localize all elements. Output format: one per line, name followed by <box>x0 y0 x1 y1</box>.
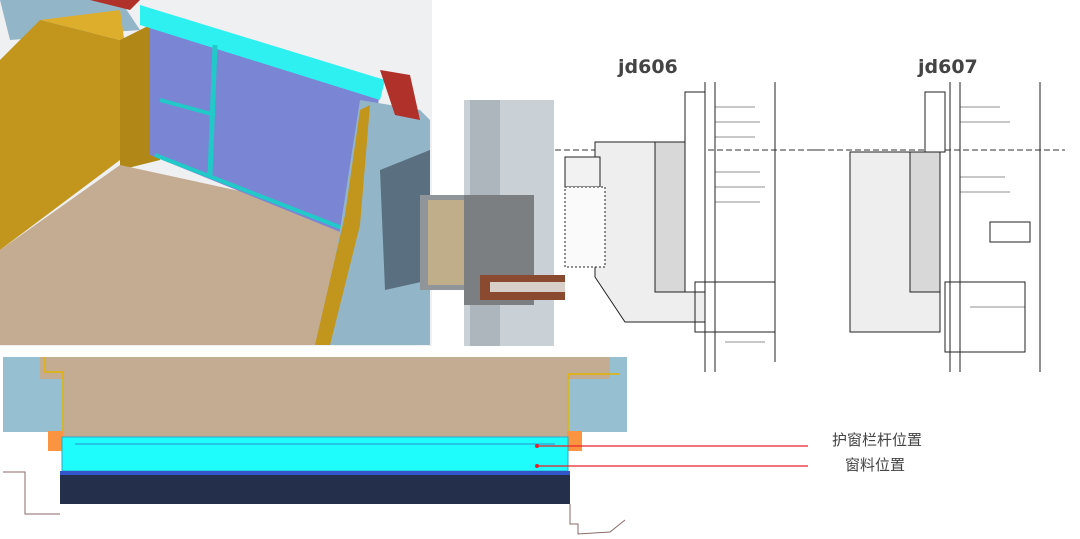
window-plan-view <box>3 357 627 535</box>
window-section-render <box>420 100 565 346</box>
label-window-frame-position: 窗料位置 <box>845 456 906 474</box>
cad-detail-jd606 <box>555 82 820 372</box>
3d-window-model-view <box>0 0 432 346</box>
drawing-title-jd607: jd607 <box>918 56 978 78</box>
label-guardrail-position: 护窗栏杆位置 <box>832 431 923 449</box>
cad-detail-jd607 <box>810 82 1065 372</box>
drawing-title-jd606: jd606 <box>618 56 678 78</box>
